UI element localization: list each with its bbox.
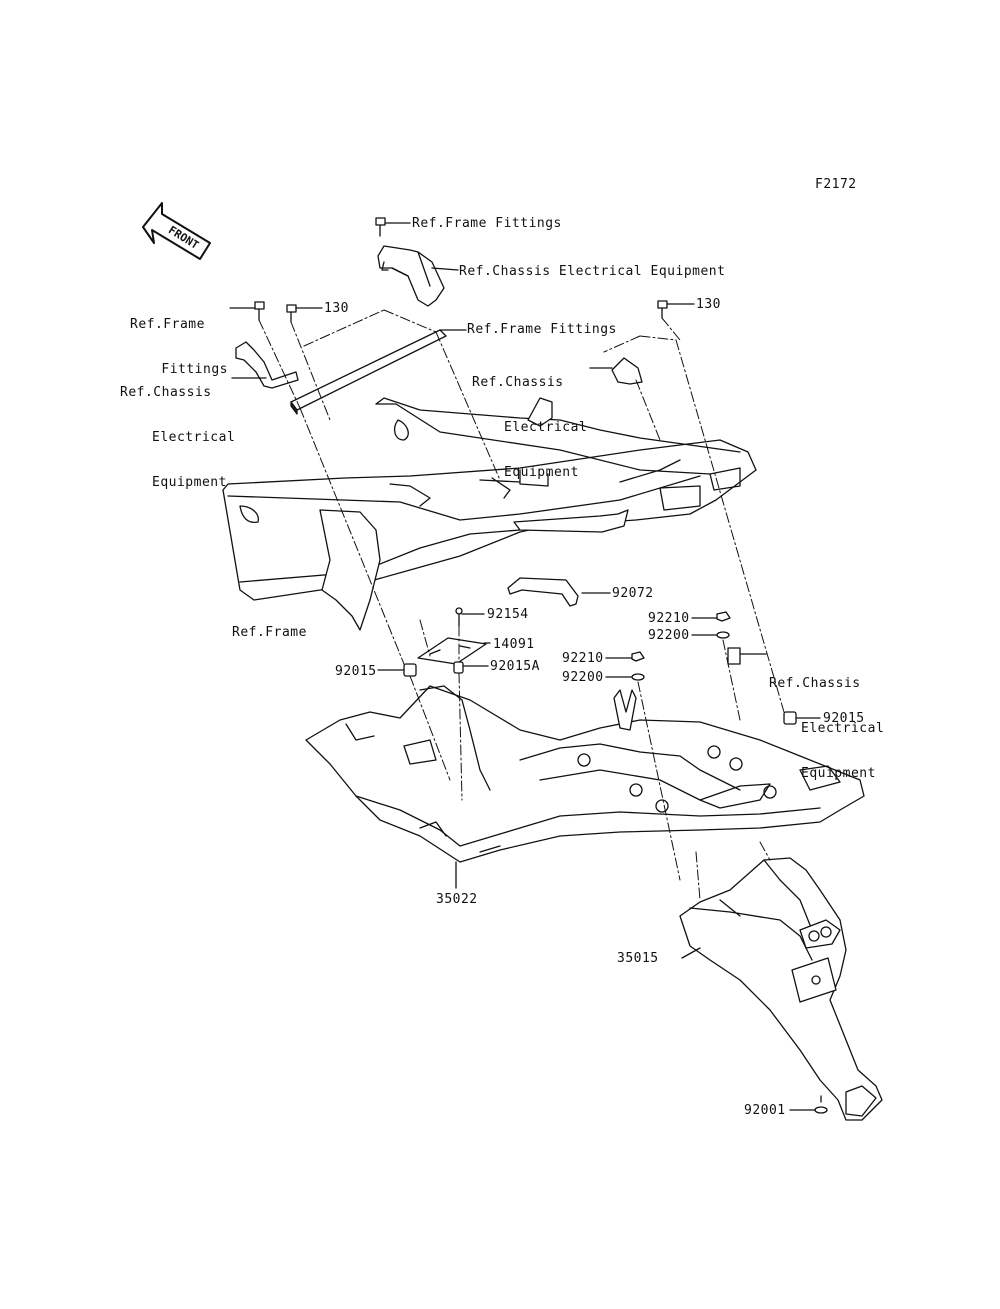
washer-92200-mid — [605, 673, 645, 681]
left-electrical-bracket — [231, 341, 299, 389]
label-92015-right: 92015 — [823, 711, 865, 726]
nut-92210-right — [691, 611, 731, 622]
label-14091: 14091 — [493, 637, 535, 652]
label-130-right: 130 — [696, 297, 721, 312]
label-ref-frame-fittings-left: Ref.Frame Fittings — [130, 317, 228, 377]
collar-92015-left — [377, 663, 417, 677]
label-92015-left: 92015 — [335, 664, 377, 679]
rear-subframe — [222, 397, 757, 631]
label-ref-chassis-electrical-top: Ref.Chassis Electrical Equipment — [459, 264, 726, 279]
label-ref-frame: Ref.Frame — [232, 625, 307, 640]
top-wiring-bracket — [377, 245, 459, 307]
collar-92015-right — [783, 711, 821, 725]
bolt-92001 — [789, 1095, 828, 1114]
collar-92015a — [453, 661, 489, 674]
right-small-clip — [589, 357, 643, 385]
label-ref-chassis-electrical-left: Ref.Chassis Electrical Equipment — [120, 385, 236, 490]
label-ref-chassis-electrical-mid: Ref.Chassis Electrical Equipment — [472, 375, 588, 480]
figure-code: F2172 — [815, 177, 857, 192]
label-92200-mid: 92200 — [562, 670, 604, 685]
label-92210-right: 92210 — [648, 611, 690, 626]
washer-92200-right — [691, 631, 730, 639]
label-92210-mid: 92210 — [562, 651, 604, 666]
label-92015a: 92015A — [490, 659, 540, 674]
label-ref-frame-fittings-top: Ref.Frame Fittings — [412, 216, 562, 231]
nut-92210-mid — [605, 651, 645, 662]
plate-14091 — [417, 637, 491, 665]
label-92154: 92154 — [487, 607, 529, 622]
label-130-left: 130 — [324, 301, 349, 316]
label-92072: 92072 — [612, 586, 654, 601]
rear-fender-35015 — [679, 857, 883, 1121]
label-35015: 35015 — [617, 951, 659, 966]
alignment-lines — [258, 309, 785, 901]
front-arrow-icon: FRONT — [142, 202, 211, 260]
undertray-35022 — [305, 685, 865, 889]
label-35022: 35022 — [436, 892, 478, 907]
label-ref-frame-fittings-mid: Ref.Frame Fittings — [467, 322, 617, 337]
label-92001: 92001 — [744, 1103, 786, 1118]
long-mounting-plate — [290, 329, 467, 415]
top-bracket-bolt — [375, 217, 411, 237]
left-bolts — [229, 301, 323, 323]
label-92200-right: 92200 — [648, 628, 690, 643]
strap-92072 — [507, 577, 611, 607]
right-electrical-clip — [727, 647, 767, 665]
right-bolt — [657, 300, 695, 319]
bolt-92154 — [455, 607, 485, 627]
label-ref-chassis-electrical-right: Ref.Chassis Electrical Equipment — [769, 676, 885, 781]
